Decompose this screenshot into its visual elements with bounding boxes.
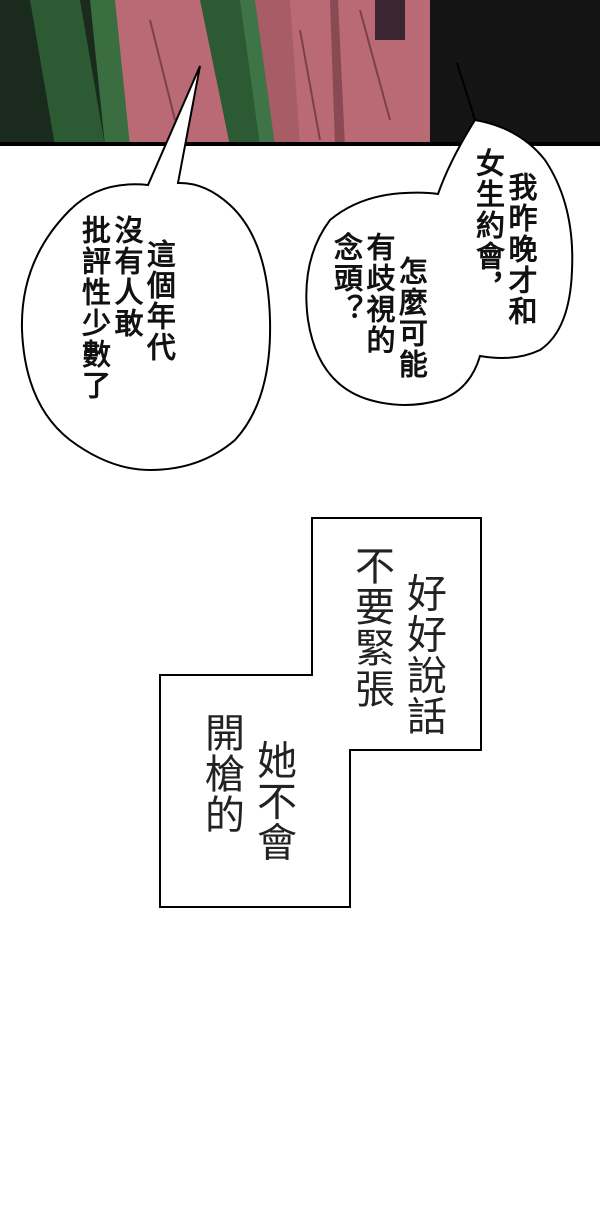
speech-bubble-left	[20, 65, 272, 472]
caption-line-1: 好好說話	[400, 572, 446, 737]
bubble-left-line-2: 沒有人敢	[109, 215, 144, 339]
caption-line-2: 不要緊張	[348, 545, 394, 709]
caption-box	[159, 517, 482, 908]
speech-bubble-right	[305, 62, 574, 406]
caption-line-4: 開槍的	[198, 712, 244, 835]
caption-text-upper: 好好說話不要緊張	[345, 545, 501, 745]
bubble-right-text-a: 我昨晚才和女生約會，	[471, 148, 569, 348]
bubble-right-line-5: 念頭？	[329, 232, 364, 325]
bubble-right-line-3: 怎麼可能	[394, 256, 429, 381]
bubble-left-text: 這個年代沒有人敢批評性少數了	[77, 215, 208, 465]
bubble-left-line-1: 這個年代	[142, 239, 177, 364]
caption-text-lower: 她不會開槍的	[195, 712, 351, 882]
caption-line-3: 她不會	[250, 739, 296, 863]
bubble-left-line-3: 批評性少數了	[77, 215, 112, 401]
bubble-right-line-4: 有歧視的	[361, 232, 396, 356]
bubble-right-line-2: 女生約會，	[471, 148, 506, 303]
bubble-right-line-1: 我昨晚才和	[503, 172, 538, 328]
bubble-right-text-b: 怎麼可能有歧視的念頭？	[329, 232, 460, 392]
top-panel-artwork	[0, 0, 600, 146]
